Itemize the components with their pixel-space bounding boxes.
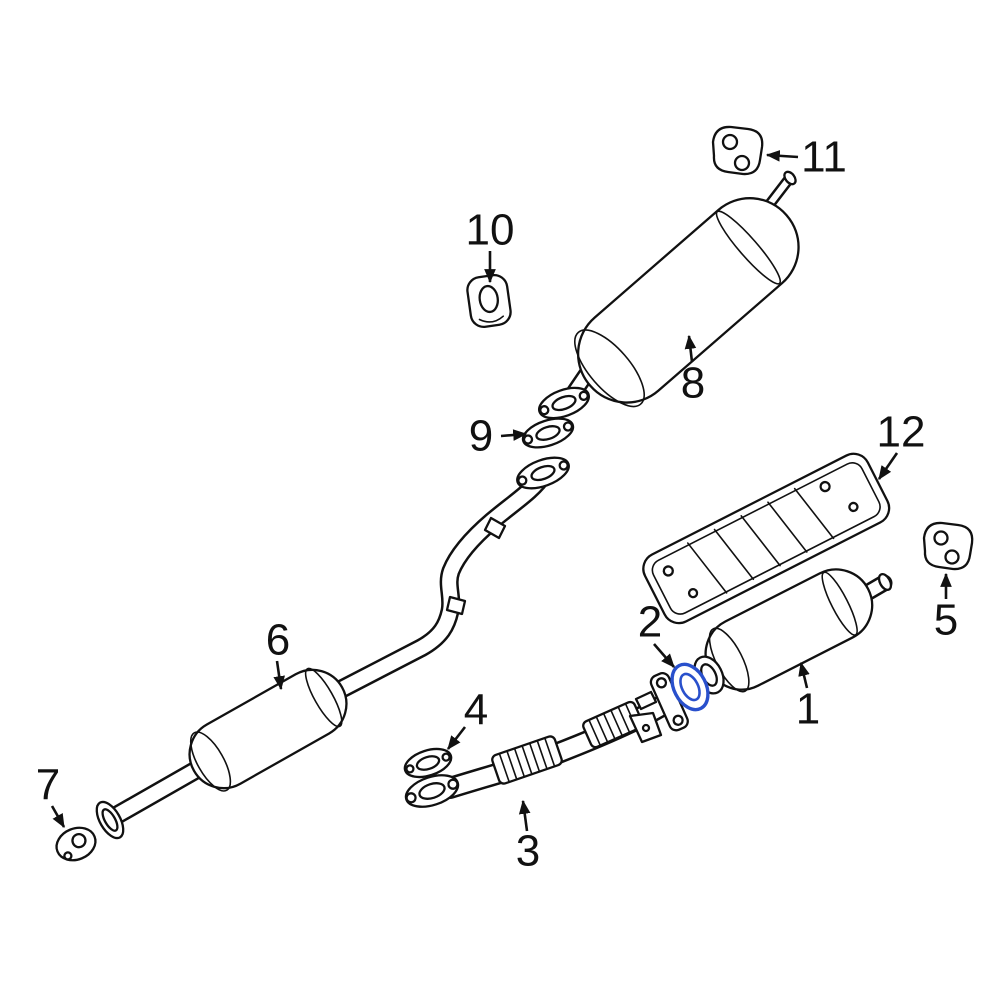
callout-8[interactable]: 8 <box>681 334 705 408</box>
muffler-inlet-flange <box>538 386 590 420</box>
callout-6[interactable]: 6 <box>266 616 290 691</box>
callout-8-leader <box>684 334 697 363</box>
pipe-bracket-tab <box>445 595 467 616</box>
part-6-center-exhaust-pipe-assembly[interactable] <box>91 452 572 843</box>
callout-5[interactable]: 5 <box>934 572 958 645</box>
callout-9-label[interactable]: 9 <box>469 412 493 461</box>
muffler-body <box>574 197 800 408</box>
callout-3[interactable]: 3 <box>516 799 540 876</box>
callout-3-label[interactable]: 3 <box>516 827 540 876</box>
gasket-inner-ring <box>679 672 701 702</box>
tailpipe-end <box>783 170 797 186</box>
part-10-exhaust-hanger-insulator[interactable] <box>466 273 513 329</box>
callout-11[interactable]: 11 <box>765 133 847 182</box>
part-5-exhaust-hanger-bracket[interactable] <box>922 521 974 571</box>
callout-4-label[interactable]: 4 <box>464 686 488 735</box>
callout-3-leader <box>518 799 531 832</box>
callout-12-leader <box>877 452 899 480</box>
part-2-flange-gasket-highlighted[interactable] <box>665 658 715 715</box>
callouts: 1 2 3 4 5 6 7 8 <box>36 133 958 876</box>
callout-1-label[interactable]: 1 <box>796 685 820 734</box>
callout-10-label[interactable]: 10 <box>466 206 515 255</box>
callout-11-leader <box>765 150 799 162</box>
part-7-exhaust-flange-gasket[interactable] <box>52 822 101 866</box>
callout-5-label[interactable]: 5 <box>934 596 958 645</box>
callout-11-label[interactable]: 11 <box>801 133 847 182</box>
callout-7-leader <box>50 805 66 829</box>
callout-6-leader <box>273 660 285 691</box>
callout-9[interactable]: 9 <box>469 412 528 461</box>
part-1-catalytic-converter[interactable] <box>689 557 894 702</box>
callout-7-label[interactable]: 7 <box>36 761 60 810</box>
callout-12[interactable]: 12 <box>877 408 926 480</box>
callout-4[interactable]: 4 <box>446 686 488 750</box>
callout-9-leader <box>500 429 528 441</box>
front-pipe-inlet-flange <box>404 774 460 808</box>
part-11-exhaust-hanger-bracket[interactable] <box>711 125 764 176</box>
converter-outlet <box>877 572 893 592</box>
callout-4-leader <box>446 726 467 750</box>
part-9-exhaust-gasket[interactable] <box>519 413 576 453</box>
pipe-open-end <box>95 800 125 840</box>
callout-12-label[interactable]: 12 <box>877 408 926 457</box>
callout-2-leader <box>653 643 675 668</box>
pipe-stay-hole <box>641 723 651 733</box>
part-3-front-exhaust-pipe[interactable] <box>402 671 690 813</box>
part-4-exhaust-pipe-flange-gasket[interactable] <box>401 744 454 783</box>
callout-10[interactable]: 10 <box>466 206 515 284</box>
callout-1[interactable]: 1 <box>796 661 820 734</box>
pipe-top-tab <box>634 690 658 711</box>
pipe-top-flange <box>516 456 570 490</box>
front-pipe-outlet-flange <box>649 672 689 732</box>
callout-2[interactable]: 2 <box>638 598 675 668</box>
callout-6-label[interactable]: 6 <box>266 616 290 665</box>
callout-1-leader <box>798 661 810 689</box>
pipe-rib-section <box>582 700 644 749</box>
part-8-rear-muffler[interactable] <box>535 170 818 424</box>
resonator-body <box>188 667 348 792</box>
callout-8-label[interactable]: 8 <box>681 359 705 408</box>
flex-coupling <box>491 735 563 785</box>
part-12-heat-shield[interactable] <box>638 448 895 628</box>
pipe-bracket-tab <box>483 516 507 540</box>
callout-2-label[interactable]: 2 <box>638 598 662 647</box>
callout-7[interactable]: 7 <box>36 761 66 829</box>
